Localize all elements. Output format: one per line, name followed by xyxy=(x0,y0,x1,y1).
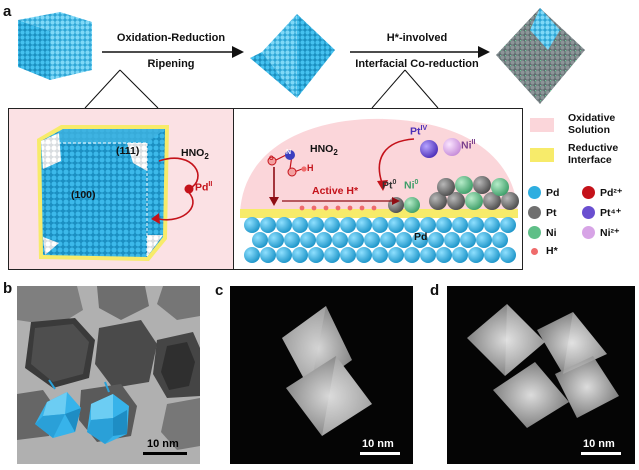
hydrogen-atom-label: H xyxy=(307,163,314,173)
octahedron-nanocrystal-model xyxy=(250,14,335,98)
step1-top-label: Oxidation-Reduction xyxy=(116,32,226,44)
hno2-text-right: HNO xyxy=(310,143,334,155)
coreduction-inset: HNO2 N O H Active H* PtIV NiII Pt0 Ni0 P… xyxy=(233,108,523,270)
active-h-label: Active H* xyxy=(312,185,359,197)
legend-pd-label: Pd xyxy=(546,187,560,199)
ripening-inset: (111) (100) HNO2 PdII xyxy=(8,108,235,270)
blue-octahedron-model xyxy=(35,392,81,438)
ni-ion-superscript: II xyxy=(471,139,476,146)
coreduction-inset-drawing xyxy=(240,118,519,263)
haadf-image-c: 10 nm xyxy=(230,286,413,464)
ni0-text: Ni xyxy=(404,179,415,192)
ni-ion-label: NiII xyxy=(461,139,475,152)
legend-ni2-label: Ni²⁺ xyxy=(600,227,620,239)
legend-pt-label: Pt xyxy=(546,207,557,219)
scale-bar-label-c: 10 nm xyxy=(362,438,394,450)
facet-111-label: (111) xyxy=(116,145,140,157)
ni0-superscript: 0 xyxy=(414,179,419,186)
top-process-row xyxy=(18,8,585,109)
haadf-image-d: 10 nm xyxy=(447,286,635,464)
legend-oxidative-swatch xyxy=(530,118,554,132)
ni0-label: Ni0 xyxy=(404,179,418,192)
scale-bar-label-d: 10 nm xyxy=(583,438,615,450)
pt0-label: Pt0 xyxy=(382,179,396,192)
ni-ion-text: Ni xyxy=(461,139,472,152)
pd-substrate-label: Pd xyxy=(414,231,428,243)
pt0-text: Pt xyxy=(382,179,393,192)
scale-bar-label-b: 10 nm xyxy=(147,438,179,450)
legend-ni-dot xyxy=(528,226,541,239)
panel-label-d: d xyxy=(430,282,440,299)
tem-image-b: 10 nm xyxy=(17,286,200,464)
blue-truncated-model xyxy=(87,394,129,444)
tem-particles-b xyxy=(17,286,200,464)
pt-ion-superscript: IV xyxy=(420,125,428,132)
legend-pt-dot xyxy=(528,206,541,219)
pt-ion-text: Pt xyxy=(410,125,421,138)
legend-ni-label: Ni xyxy=(546,227,557,239)
legend-oxidative-label: Oxidative Solution xyxy=(568,112,616,136)
step1-bottom-label: Ripening xyxy=(147,58,195,70)
legend-h-dot xyxy=(531,248,538,255)
legend-pt4-label: Pt⁴⁺ xyxy=(600,207,622,219)
panel-label-a: a xyxy=(3,3,12,20)
legend-pd2-dot xyxy=(582,186,595,199)
hno2-subscript: 2 xyxy=(204,152,209,162)
haadf-particles-c xyxy=(230,286,413,464)
panel-label-c: c xyxy=(215,282,224,299)
hno2-label-left: HNO2 xyxy=(181,147,209,161)
pt0-superscript: 0 xyxy=(392,179,397,186)
ripening-inset-drawing xyxy=(37,125,199,261)
pd-ion-label: PdII xyxy=(195,181,212,194)
hno2-subscript-right: 2 xyxy=(333,148,338,158)
step2-top-label: H*-involved xyxy=(386,32,448,44)
legend-h-label: H* xyxy=(546,245,558,257)
nitrogen-atom-label: N xyxy=(286,149,292,156)
legend-reductive-swatch xyxy=(530,148,554,162)
facet-100-label: (100) xyxy=(71,189,96,201)
oxygen-atom-label: O xyxy=(269,156,274,162)
legend-pd2-label: Pd²⁺ xyxy=(600,187,623,199)
legend-ni2-dot xyxy=(582,226,595,239)
alloy-octahedron-model xyxy=(496,8,585,104)
pt-ion-label: PtIV xyxy=(410,125,427,138)
haadf-particles-d xyxy=(447,286,635,464)
pd-ion-superscript: II xyxy=(208,181,213,188)
legend-pd-dot xyxy=(528,186,541,199)
legend-pt4-dot xyxy=(582,206,595,219)
cube-nanocrystal-model xyxy=(18,12,92,80)
pd-ion-text: Pd xyxy=(195,181,209,194)
hno2-text: HNO xyxy=(181,147,205,159)
legend-reductive-label: Reductive Interface xyxy=(568,142,619,166)
hno2-label-right: HNO2 xyxy=(310,143,338,157)
panel-label-b: b xyxy=(3,280,13,297)
legend-atoms: Pd Pd²⁺ Pt Pt⁴⁺ Ni Ni²⁺ H* xyxy=(528,186,638,268)
step2-bottom-label: Interfacial Co-reduction xyxy=(355,58,479,70)
